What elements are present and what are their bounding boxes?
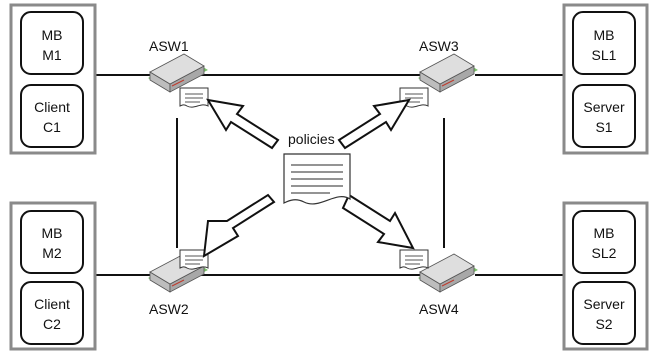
host-label-line2: S2 [595, 316, 612, 332]
host-label-line2: C2 [43, 316, 61, 332]
host-mb-sl2[interactable]: MB SL2 [572, 210, 636, 274]
policy-arrows [202, 98, 415, 258]
policy-doc-icon [399, 249, 429, 270]
switch-icon [147, 53, 209, 93]
host-label-line1: MB [42, 225, 63, 241]
group-frame [9, 201, 97, 351]
links [94, 74, 564, 276]
host-client-c2[interactable]: Client C2 [20, 281, 84, 345]
host-group-right-top: MB SL1 Server S1 [562, 3, 649, 155]
switch-asw4[interactable]: ASW4 [399, 249, 479, 317]
host-label-line2: SL1 [592, 47, 617, 63]
policies-label: policies [288, 131, 335, 147]
host-label-line2: S1 [595, 119, 612, 135]
policy-doc-icon [179, 87, 209, 108]
host-label-line1: MB [594, 27, 615, 43]
arrow-to-asw2 [202, 193, 276, 258]
arrow-to-asw1 [206, 98, 280, 150]
host-label-line2: M1 [42, 47, 62, 63]
host-label-line1: MB [42, 27, 63, 43]
host-server-s1[interactable]: Server S1 [572, 84, 636, 148]
switch-asw3[interactable]: ASW3 [399, 38, 479, 108]
switch-icon [417, 53, 479, 93]
host-label-line1: Client [34, 99, 70, 115]
host-group-left-top: MB M1 Client C1 [9, 3, 97, 155]
host-label-line1: Server [583, 99, 625, 115]
group-frame [562, 201, 649, 351]
host-label-line1: Server [583, 296, 625, 312]
group-frame [9, 3, 97, 155]
host-label-line2: M2 [42, 245, 62, 261]
host-label-line1: MB [594, 225, 615, 241]
arrow-to-asw4 [341, 193, 415, 250]
switch-label: ASW3 [419, 38, 459, 54]
host-label-line2: C1 [43, 119, 61, 135]
switch-label: ASW4 [419, 301, 459, 317]
host-mb-sl1[interactable]: MB SL1 [572, 11, 636, 75]
host-label-line1: Client [34, 296, 70, 312]
host-mb-m2[interactable]: MB M2 [20, 210, 84, 274]
switch-label: ASW2 [149, 301, 189, 317]
host-group-left-bottom: MB M2 Client C2 [9, 201, 97, 351]
host-group-right-bottom: MB SL2 Server S2 [562, 201, 649, 351]
host-client-c1[interactable]: Client C1 [20, 84, 84, 148]
host-server-s2[interactable]: Server S2 [572, 281, 636, 345]
switch-label: ASW1 [149, 38, 189, 54]
group-frame [562, 3, 649, 155]
switch-asw2[interactable]: ASW2 [147, 249, 209, 317]
host-label-line2: SL2 [592, 245, 617, 261]
arrow-to-asw3 [337, 98, 411, 150]
policies-document[interactable]: policies [283, 131, 351, 205]
host-mb-m1[interactable]: MB M1 [20, 11, 84, 75]
switch-asw1[interactable]: ASW1 [147, 38, 209, 108]
